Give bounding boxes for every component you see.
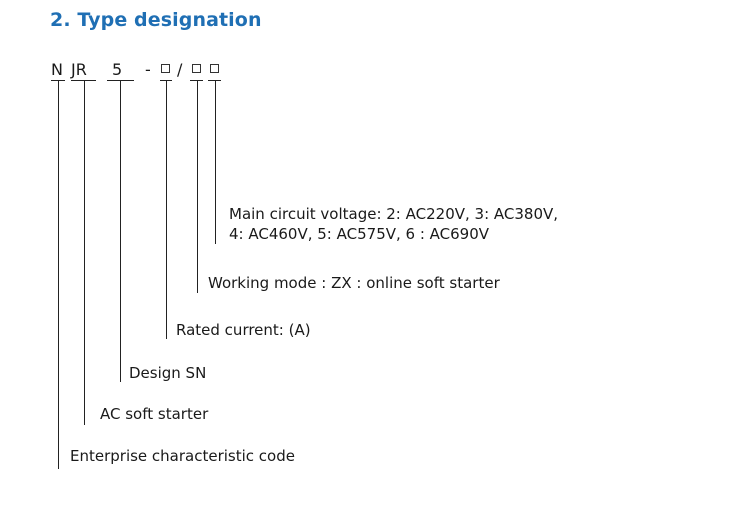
underline-voltage [208, 80, 221, 81]
leader-line-design-sn [120, 80, 121, 382]
label-ac-soft-starter: AC soft starter [100, 405, 209, 423]
code-dash: - [145, 60, 151, 79]
label-rated-current: Rated current: (A) [176, 321, 311, 339]
code-jr: JR [71, 60, 87, 79]
code-five: 5 [112, 60, 123, 79]
underline-working-mode [190, 80, 203, 81]
label-working-mode: Working mode : ZX : online soft starter [208, 274, 500, 292]
underline-jr [71, 80, 96, 81]
placeholder-box-working-mode [192, 64, 201, 73]
label-voltage-line1: Main circuit voltage: 2: AC220V, 3: AC38… [229, 205, 559, 223]
leader-line-enterprise [58, 80, 59, 469]
label-design-sn: Design SN [129, 364, 207, 382]
placeholder-box-voltage [210, 64, 219, 73]
leader-line-working-mode [197, 80, 198, 293]
leader-line-ac-soft-starter [84, 80, 85, 425]
code-n: N [51, 60, 63, 79]
label-enterprise-code: Enterprise characteristic code [70, 447, 295, 465]
section-heading: 2. Type designation [50, 9, 262, 31]
placeholder-box-rated-current [161, 64, 170, 73]
leader-line-rated-current [166, 80, 167, 339]
leader-line-voltage [215, 80, 216, 244]
code-slash: / [177, 60, 183, 79]
label-voltage-line2: 4: AC460V, 5: AC575V, 6 : AC690V [229, 225, 490, 243]
